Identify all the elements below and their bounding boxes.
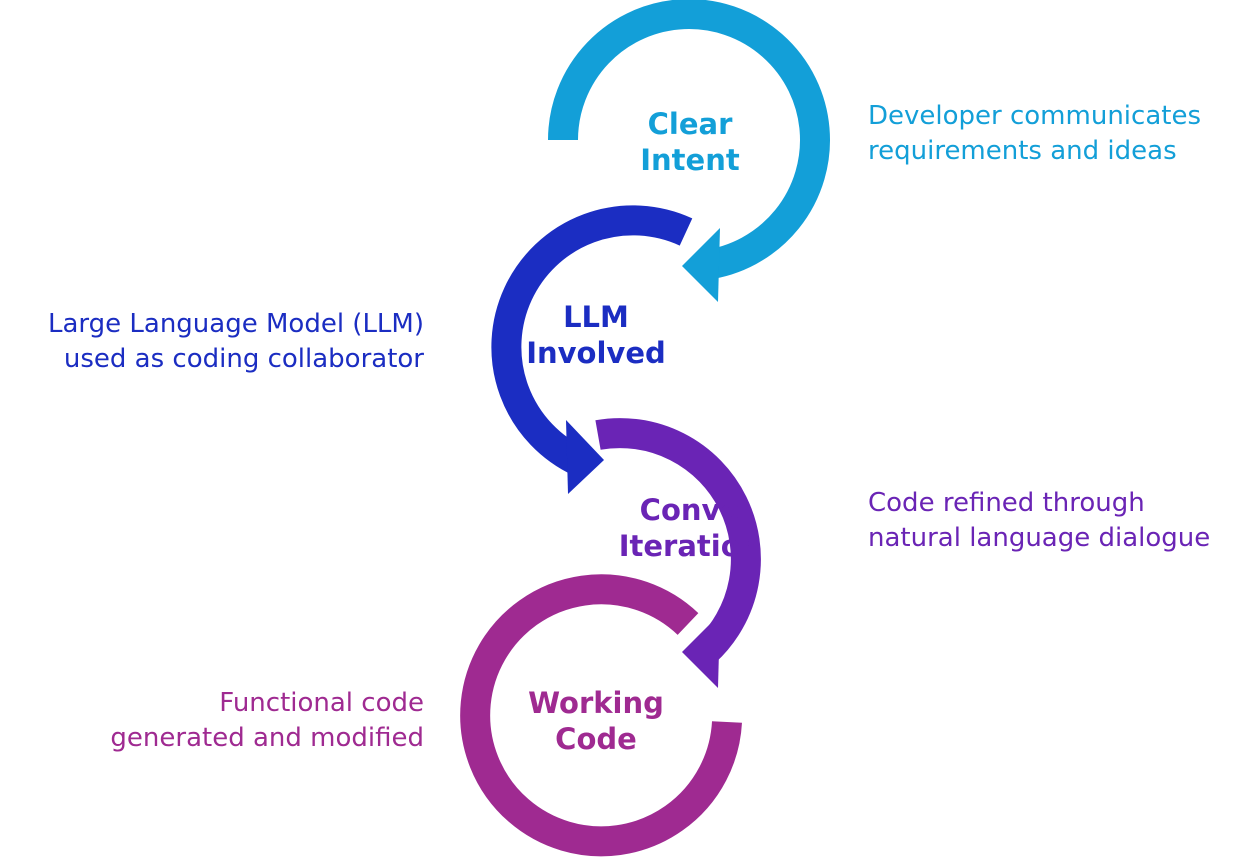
- step1-title-line2: Intent: [640, 143, 740, 177]
- step1-arc: [548, 0, 830, 280]
- step-llm-involved: LLM Involved Large Language Model (LLM) …: [48, 205, 693, 494]
- step3-description-line2: natural language dialogue: [868, 523, 1210, 553]
- step1-arrowhead: [682, 228, 720, 302]
- step2-arc: [491, 205, 693, 476]
- step4-description: Functional code: [219, 688, 424, 718]
- step3-title-line2: Iteration: [619, 529, 762, 563]
- step-working-code: Working Code Functional code generated a…: [110, 574, 742, 857]
- step3-arc: [595, 418, 761, 664]
- step1-description: Developer communicates: [868, 101, 1201, 131]
- step2-description: Large Language Model (LLM): [48, 309, 424, 339]
- step3-title: Convo: [640, 493, 741, 527]
- step2-title: LLM: [563, 300, 629, 334]
- step1-description-line2: requirements and ideas: [868, 136, 1177, 166]
- step4-arc: [460, 574, 742, 857]
- step4-description-line2: generated and modified: [110, 723, 424, 753]
- step1-title: Clear: [648, 107, 733, 141]
- step4-title-line2: Code: [555, 722, 637, 756]
- step4-title: Working: [528, 686, 664, 720]
- step2-title-line2: Involved: [526, 336, 666, 370]
- step2-description-line2: used as coding collaborator: [64, 344, 424, 374]
- step3-arrowhead: [682, 614, 720, 688]
- step-clear-intent: Clear Intent Developer communicates requ…: [548, 0, 1201, 302]
- step-convo-iteration: Convo Iteration Code refined through nat…: [595, 418, 1210, 688]
- step3-description: Code refined through: [868, 488, 1145, 518]
- step2-arrowhead: [566, 420, 604, 494]
